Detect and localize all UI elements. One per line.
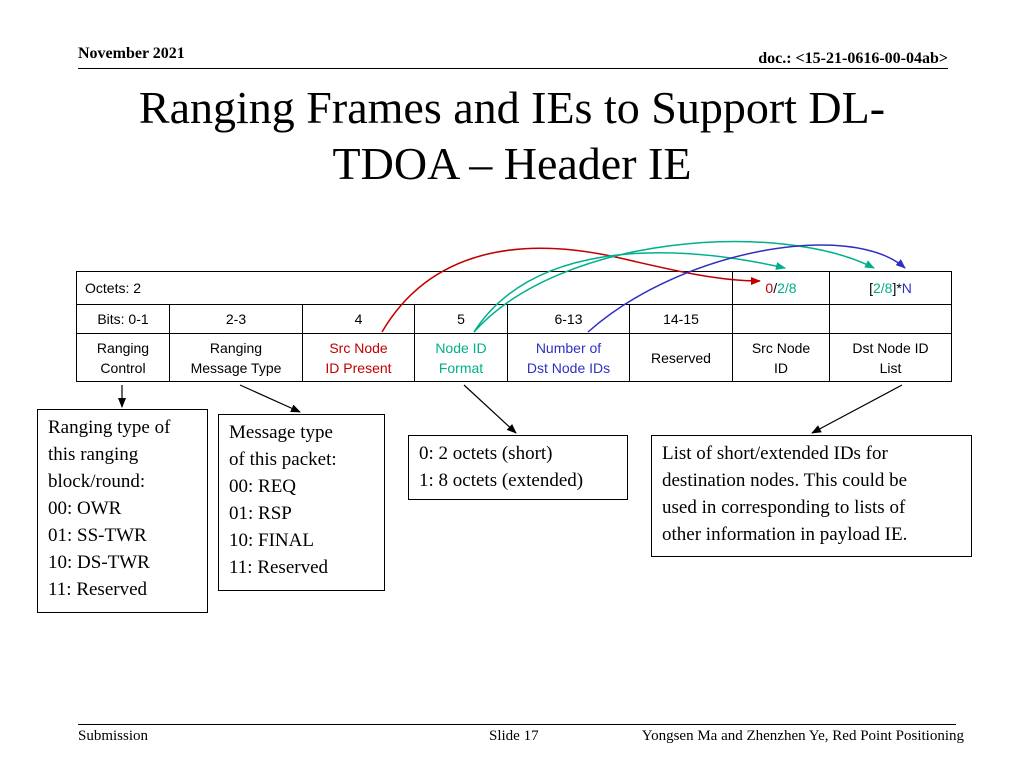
octets-label-cell: Octets: 2 <box>76 271 733 305</box>
dst-node-id-list-octets-cell: [2/8]*N <box>829 271 952 305</box>
note-node-id-format: 0: 2 octets (short)1: 8 octets (extended… <box>408 435 628 500</box>
bits-cell-empty-1 <box>732 304 830 334</box>
header-rule <box>78 68 948 69</box>
header-ie-table: Octets: 2 0/2/8 [2/8]*N Bits: 0-1 2-3 4 … <box>76 271 952 382</box>
field-reserved: Reserved <box>629 333 733 382</box>
slide-title: Ranging Frames and IEs to Support DL- TD… <box>70 80 954 192</box>
bits-cell-node-id-format: 5 <box>414 304 508 334</box>
bits-cell-message-type: 2-3 <box>169 304 303 334</box>
bits-cell-src-node-id-present: 4 <box>302 304 415 334</box>
bits-cell-empty-2 <box>829 304 952 334</box>
bits-cell-reserved: 14-15 <box>629 304 733 334</box>
footer-slide-number: Slide 17 <box>489 728 539 744</box>
footer-rule <box>78 724 956 725</box>
footer-authors: Yongsen Ma and Zhenzhen Ye, Red Point Po… <box>641 728 964 744</box>
title-line-2: TDOA – Header IE <box>332 138 692 189</box>
src-node-id-octets-cell: 0/2/8 <box>732 271 830 305</box>
header-doc-id: doc.: <15-21-0616-00-04ab> <box>758 50 948 67</box>
title-line-1: Ranging Frames and IEs to Support DL- <box>138 82 886 133</box>
bits-cell-number-of-dst: 6-13 <box>507 304 630 334</box>
arrow-message-type <box>239 384 301 413</box>
footer-submission: Submission <box>78 728 149 744</box>
header-date: November 2021 <box>78 45 185 62</box>
arrow-dst-node-id-list <box>811 384 903 434</box>
arrow-node-id-format <box>463 384 517 434</box>
bits-cell-ranging-control: Bits: 0-1 <box>76 304 170 334</box>
